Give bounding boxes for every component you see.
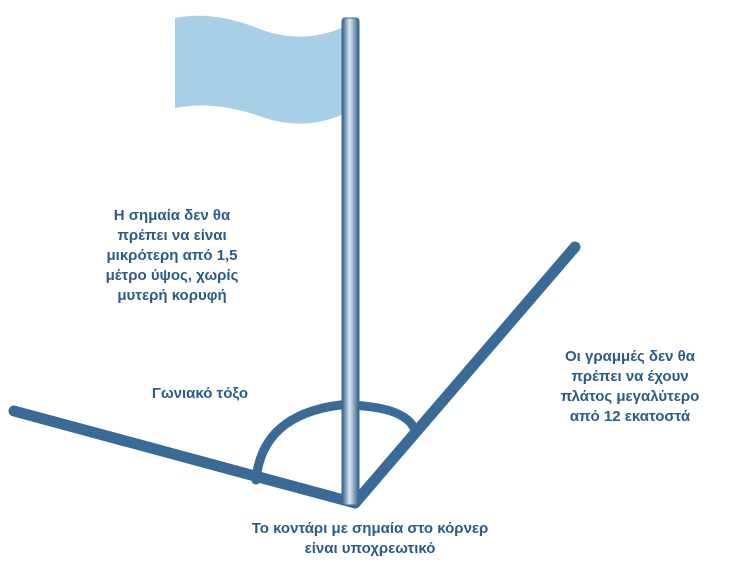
corner-arc-label: Γωνιακό τόξο xyxy=(120,384,280,404)
flag-note-line: Η σημαία δεν θα xyxy=(113,207,231,224)
flag-pole xyxy=(342,18,359,505)
lines-note-line: από 12 εκατοστά xyxy=(569,408,691,425)
flag-cloth xyxy=(175,15,346,124)
arc-label-text: Γωνιακό τόξο xyxy=(151,385,249,402)
flag-height-note: Η σημαία δεν θα πρέπει να είναι μικρότερ… xyxy=(72,206,272,306)
flag-pole-edge xyxy=(341,17,360,506)
pole-mandatory-note: Το κοντάρι με σημαία στο κόρνερ είναι υπ… xyxy=(170,519,570,559)
lines-note-line: πρέπει να έχουν xyxy=(571,368,689,385)
touchline-left xyxy=(8,405,361,509)
pole-note-line: είναι υποχρεωτικό xyxy=(304,540,436,557)
pole-note-line: Το κοντάρι με σημαία στο κόρνερ xyxy=(251,520,489,537)
flag-note-line: πρέπει να είναι xyxy=(117,227,227,244)
corner-arc xyxy=(251,400,420,485)
line-width-note: Οι γραμμές δεν θα πρέπει να έχουν πλάτος… xyxy=(540,347,720,427)
flag-note-line: μυτερή κορυφή xyxy=(117,287,227,304)
touchline-right xyxy=(349,241,581,509)
lines-note-line: πλάτος μεγαλύτερο xyxy=(560,388,700,405)
flag-note-line: μέτρο ύψος, χωρίς xyxy=(105,267,239,284)
flag-note-line: μικρότερη από 1,5 xyxy=(106,247,238,264)
lines-note-line: Οι γραμμές δεν θα xyxy=(565,348,695,365)
